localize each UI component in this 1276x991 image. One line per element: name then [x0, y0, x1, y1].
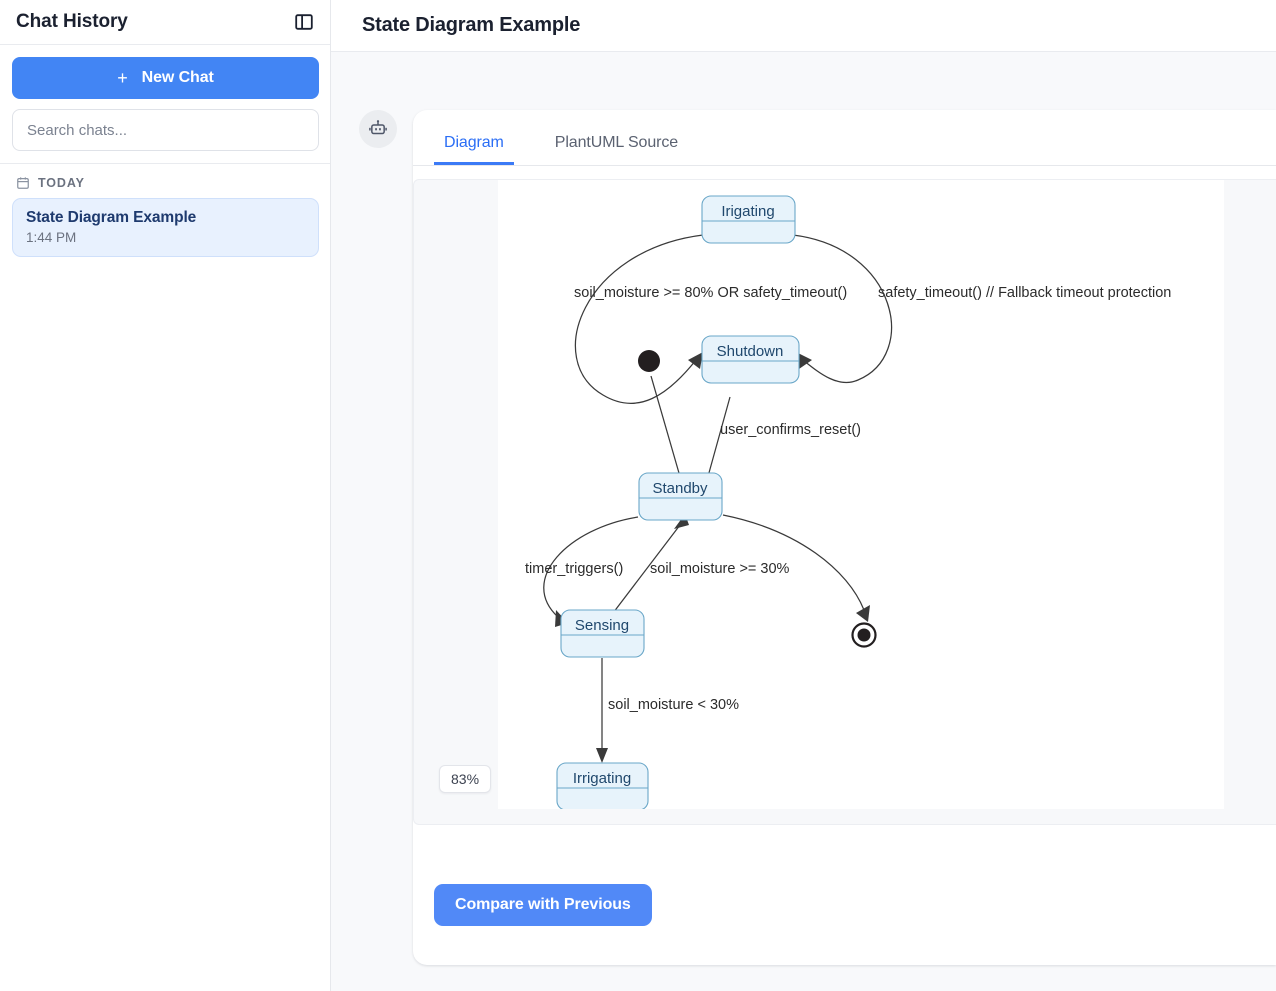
chat-group-header: TODAY — [0, 164, 330, 198]
panel-left-icon[interactable] — [292, 10, 316, 34]
state-label: Shutdown — [717, 343, 784, 360]
edge-irigating-shutdown-right — [792, 234, 893, 384]
initial-state-marker — [638, 350, 660, 372]
list-item[interactable]: State Diagram Example 1:44 PM — [12, 198, 319, 257]
arrowhead — [796, 352, 812, 369]
calendar-icon — [16, 176, 30, 190]
state-node-sensing[interactable]: Sensing — [560, 609, 645, 658]
zoom-level-badge[interactable]: 83% — [439, 765, 492, 793]
tab-diagram[interactable]: Diagram — [434, 134, 514, 165]
state-node-standby[interactable]: Standby — [638, 472, 723, 521]
diagram-card: Diagram PlantUML Source — [413, 110, 1276, 965]
search-wrap — [0, 99, 330, 163]
diagram-canvas[interactable]: soil_moisture >= 80% OR safety_timeout()… — [498, 180, 1224, 809]
edge-label: soil_moisture >= 80% OR safety_timeout() — [574, 285, 847, 301]
state-node-irrigating[interactable]: Irrigating — [556, 762, 649, 809]
sidebar-header: Chat History — [0, 0, 330, 45]
page-title: State Diagram Example — [362, 14, 581, 36]
edge-start-standby — [650, 375, 682, 481]
chat-item-time: 1:44 PM — [26, 230, 77, 245]
tab-plantuml-source[interactable]: PlantUML Source — [545, 134, 688, 165]
edge-shutdown-standby — [706, 396, 731, 481]
state-label: Irrigating — [573, 770, 631, 787]
robot-icon — [359, 110, 397, 148]
edge-standby-final — [722, 514, 865, 611]
card-footer: Compare with Previous — [413, 825, 1276, 926]
chat-item-title: State Diagram Example — [26, 209, 197, 226]
new-chat-label: New Chat — [141, 69, 214, 86]
main-panel: State Diagram Example — [331, 0, 1276, 991]
plus-icon: + — [117, 68, 128, 88]
arrowhead — [856, 605, 870, 622]
chat-list: State Diagram Example 1:44 PM — [0, 198, 330, 257]
search-input[interactable] — [12, 109, 319, 151]
chat-group-label: TODAY — [38, 176, 85, 190]
assistant-message: Diagram PlantUML Source — [359, 110, 1276, 965]
sidebar-actions: + New Chat — [0, 45, 330, 99]
edge-label: timer_triggers() — [525, 561, 623, 577]
diagram-viewport[interactable]: soil_moisture >= 80% OR safety_timeout()… — [413, 179, 1276, 825]
state-node-irigating[interactable]: Irigating — [701, 195, 796, 244]
compare-with-previous-button[interactable]: Compare with Previous — [434, 884, 652, 926]
main-header: State Diagram Example — [331, 0, 1276, 52]
edge-standby-sensing — [543, 516, 639, 618]
arrowhead — [688, 352, 703, 369]
new-chat-button[interactable]: + New Chat — [12, 57, 319, 99]
tab-bar: Diagram PlantUML Source — [413, 110, 1276, 166]
final-state-marker — [851, 622, 877, 648]
edge-label: soil_moisture < 30% — [608, 697, 739, 713]
sidebar-title: Chat History — [16, 11, 128, 32]
sidebar: Chat History + New Chat — [0, 0, 331, 991]
edge-label: soil_moisture >= 30% — [650, 561, 790, 577]
arrowhead — [596, 748, 608, 763]
edge-sensing-standby — [609, 524, 681, 618]
state-node-shutdown[interactable]: Shutdown — [701, 335, 800, 384]
state-label: Irigating — [721, 203, 774, 220]
edge-irigating-shutdown-left — [574, 234, 704, 404]
state-label: Sensing — [575, 617, 629, 634]
main-body: Diagram PlantUML Source — [331, 52, 1276, 991]
edge-label: user_confirms_reset() — [720, 422, 861, 438]
sidebar-divider — [0, 163, 330, 164]
edge-label: safety_timeout() // Fallback timeout pro… — [878, 285, 1171, 301]
state-label: Standby — [652, 480, 708, 497]
state-diagram-svg: soil_moisture >= 80% OR safety_timeout()… — [525, 195, 1171, 809]
